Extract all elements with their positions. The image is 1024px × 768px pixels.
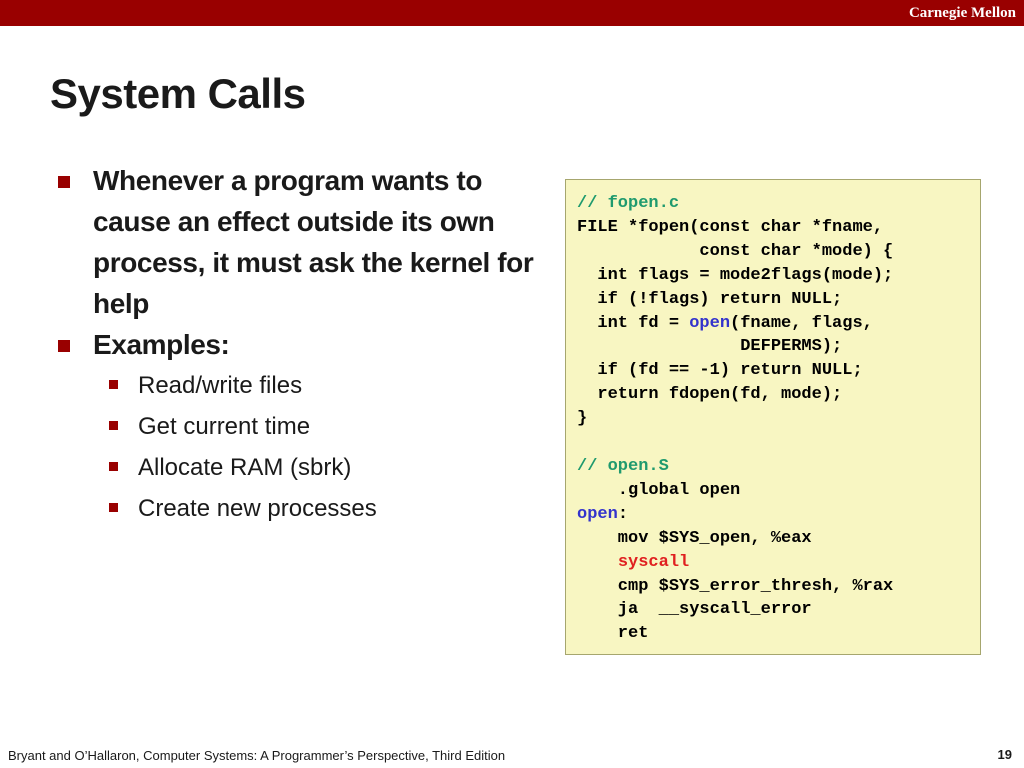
code-line: ret: [577, 624, 649, 644]
code-token: :: [617, 504, 629, 524]
bullet-text: Examples:: [93, 329, 230, 360]
code-line: int fd = open(fname, flags,: [577, 313, 873, 333]
header-bar: Carnegie Mellon: [0, 0, 1024, 26]
code-line: }: [577, 409, 587, 428]
code-token: mov $SYS_open, %eax: [577, 528, 812, 548]
sub-bullet-text: Get current time: [138, 413, 311, 440]
code-line: if (fd == -1) return NULL;: [577, 361, 863, 381]
code-line: FILE *fopen(const char *fname,: [577, 218, 883, 237]
square-bullet-icon: [58, 176, 70, 188]
code-token: (fname, flags,: [730, 313, 873, 333]
code-panel: // fopen.c FILE *fopen(const char *fname…: [565, 179, 981, 655]
sub-bullet-item: Allocate RAM (sbrk): [55, 447, 545, 488]
code-line: syscall: [577, 553, 689, 572]
code-token: DEFPERMS);: [577, 337, 843, 357]
code-token: // fopen.c: [577, 194, 680, 213]
sub-bullet-item: Read/write files: [55, 365, 545, 406]
small-square-bullet-icon: [109, 503, 118, 512]
code-token: ret: [577, 624, 649, 644]
code-line: ja __syscall_error: [577, 600, 812, 619]
code-token: open: [689, 313, 731, 333]
code-token: open: [577, 504, 618, 524]
code-block: // fopen.c FILE *fopen(const char *fname…: [577, 192, 893, 646]
sub-bullet-item: Create new processes: [55, 488, 545, 529]
code-line: // fopen.c: [577, 194, 679, 213]
sub-bullet-text: Read/write files: [138, 372, 303, 399]
sub-bullet-text: Allocate RAM (sbrk): [138, 454, 352, 481]
code-token: .global open: [577, 480, 741, 500]
slide-title: System Calls: [50, 70, 306, 117]
code-token: int flags = mode2flags(mode);: [577, 265, 894, 285]
code-line: if (!flags) return NULL;: [577, 290, 842, 309]
code-token: syscall: [617, 552, 690, 572]
code-line: open:: [577, 505, 628, 524]
small-square-bullet-icon: [109, 462, 118, 471]
bullet-list: Whenever a program wants to cause an eff…: [55, 160, 545, 529]
code-token: int fd =: [577, 313, 690, 333]
brand-label: Carnegie Mellon: [908, 5, 1016, 21]
code-token: return fdopen(fd, mode);: [577, 385, 843, 405]
code-line: cmp $SYS_error_thresh, %rax: [577, 577, 893, 596]
code-token: }: [577, 409, 588, 429]
code-token: if (fd == -1) return NULL;: [577, 361, 863, 381]
code-token: [577, 553, 618, 572]
code-token: if (!flags) return NULL;: [577, 289, 843, 309]
page-number: 19: [997, 747, 1012, 762]
code-line: const char *mode) {: [577, 242, 893, 261]
footer-citation: Bryant and O’Hallaron, Computer Systems:…: [8, 748, 506, 763]
code-token: FILE *fopen(const char *fname,: [577, 217, 884, 237]
square-bullet-icon: [58, 340, 70, 352]
code-line: mov $SYS_open, %eax: [577, 529, 812, 548]
bullet-text: Whenever a program wants to cause an eff…: [93, 165, 534, 319]
sub-bullet-item: Get current time: [55, 406, 545, 447]
bullet-item: Examples:: [55, 324, 545, 365]
small-square-bullet-icon: [109, 421, 118, 430]
code-line: DEFPERMS);: [577, 337, 842, 356]
code-token: // open.S: [577, 456, 669, 476]
code-token: const char *mode) {: [577, 241, 894, 261]
bullet-item: Whenever a program wants to cause an eff…: [55, 160, 545, 324]
code-line: int flags = mode2flags(mode);: [577, 266, 893, 285]
code-line: .global open: [577, 481, 740, 500]
sub-bullet-text: Create new processes: [138, 495, 377, 522]
small-square-bullet-icon: [109, 380, 118, 389]
code-token: ja __syscall_error: [577, 600, 812, 620]
code-line: return fdopen(fd, mode);: [577, 385, 842, 404]
code-token: cmp $SYS_error_thresh, %rax: [577, 576, 894, 596]
code-line: // open.S: [577, 457, 669, 476]
